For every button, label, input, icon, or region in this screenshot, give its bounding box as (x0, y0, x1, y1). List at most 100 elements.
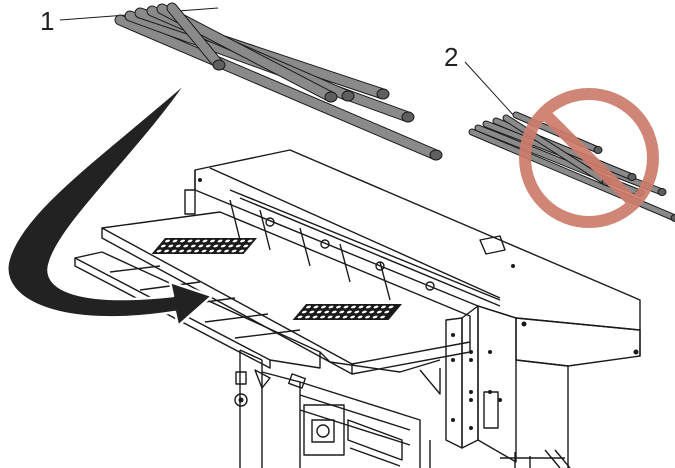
perforated-plate (151, 238, 257, 254)
perforation-hole (309, 310, 315, 314)
bar-feeder-machine (74, 149, 641, 468)
perforation-hole (350, 315, 356, 319)
perforation-hole (335, 305, 341, 309)
perforation-hole (357, 315, 363, 319)
prohibited-icon (519, 88, 659, 228)
perforation-hole (216, 249, 222, 253)
callout-2-leader (464, 61, 517, 119)
bar-end (657, 188, 667, 196)
perforation-hole (186, 249, 192, 253)
perforation-hole (316, 310, 322, 314)
side-cabinet (461, 305, 641, 468)
perforation-hole (213, 244, 219, 248)
perforation-hole (171, 249, 177, 253)
perforation-hole (209, 249, 215, 253)
perforated-plate (292, 304, 402, 320)
perforation-hole (346, 310, 352, 314)
perforation-hole (380, 315, 386, 319)
perforation-hole (369, 310, 375, 314)
callout-2: 2 (444, 42, 517, 119)
bar-end (324, 91, 338, 103)
perforation-hole (187, 239, 193, 243)
perforation-hole (179, 249, 185, 253)
perforation-hole (183, 244, 189, 248)
perforation-hole (194, 249, 200, 253)
perforation-hole (312, 315, 318, 319)
perforation-hole (342, 315, 348, 319)
bar (114, 14, 442, 161)
perforation-hole (324, 310, 330, 314)
perforation-hole (232, 239, 238, 243)
perforation-hole (239, 249, 245, 253)
perforation-hole (247, 239, 253, 243)
perforation-hole (217, 239, 223, 243)
perforation-hole (205, 244, 211, 248)
perforation-hole (179, 239, 185, 243)
bar (492, 117, 636, 181)
perforation-hole (164, 249, 170, 253)
perforation-hole (343, 305, 349, 309)
bar-end (593, 146, 603, 154)
perforation-hole (358, 305, 364, 309)
perforation-hole (305, 315, 311, 319)
perforation-hole (175, 244, 181, 248)
loading-tray (74, 211, 471, 395)
perforation-hole (384, 310, 390, 314)
perforation-hole (301, 310, 307, 314)
perforation-hole (320, 315, 326, 319)
perforation-hole (156, 249, 162, 253)
perforation-hole (168, 244, 174, 248)
perforation-hole (372, 315, 378, 319)
perforation-hole (228, 244, 234, 248)
bar-end (401, 111, 415, 123)
bar-end (376, 88, 390, 100)
perforation-hole (172, 239, 178, 243)
perforation-hole (160, 244, 166, 248)
perforation-hole (164, 239, 170, 243)
perforation-hole (327, 315, 333, 319)
bar (166, 2, 225, 71)
front-panel (445, 317, 463, 449)
perforation-hole (388, 305, 394, 309)
perforation-hole (335, 315, 341, 319)
machine-base (234, 349, 571, 468)
curved-load-arrow-icon (6, 68, 214, 328)
perforation-hole (331, 310, 337, 314)
perforation-hole (201, 249, 207, 253)
bar-end (212, 59, 226, 71)
perforation-hole (235, 244, 241, 248)
perforation-hole (239, 239, 245, 243)
perforation-hole (365, 315, 371, 319)
perforation-hole (328, 305, 334, 309)
perforation-hole (194, 239, 200, 243)
bar-end (627, 173, 637, 181)
correct-bar-bundle (114, 2, 443, 161)
perforation-hole (376, 310, 382, 314)
perforation-hole (339, 310, 345, 314)
perforation-hole (224, 239, 230, 243)
perforation-hole (198, 244, 204, 248)
perforation-hole (190, 244, 196, 248)
perforation-hole (350, 305, 356, 309)
perforation-hole (380, 305, 386, 309)
perforation-hole (313, 305, 319, 309)
perforation-hole (297, 315, 303, 319)
perforation-hole (231, 249, 237, 253)
bar-end (341, 90, 355, 102)
bar-end (429, 149, 443, 161)
bar-end (670, 214, 675, 222)
perforation-hole (354, 310, 360, 314)
perforation-hole (361, 310, 367, 314)
perforation-hole (305, 305, 311, 309)
bar (502, 114, 610, 186)
perforation-hole (202, 239, 208, 243)
perforation-hole (320, 305, 326, 309)
perforation-hole (373, 305, 379, 309)
perforation-hole (243, 244, 249, 248)
perforation-hole (224, 249, 230, 253)
callout-2-label: 2 (444, 42, 458, 72)
perforation-hole (220, 244, 226, 248)
callout-1-label: 1 (40, 6, 54, 36)
perforation-hole (209, 239, 215, 243)
